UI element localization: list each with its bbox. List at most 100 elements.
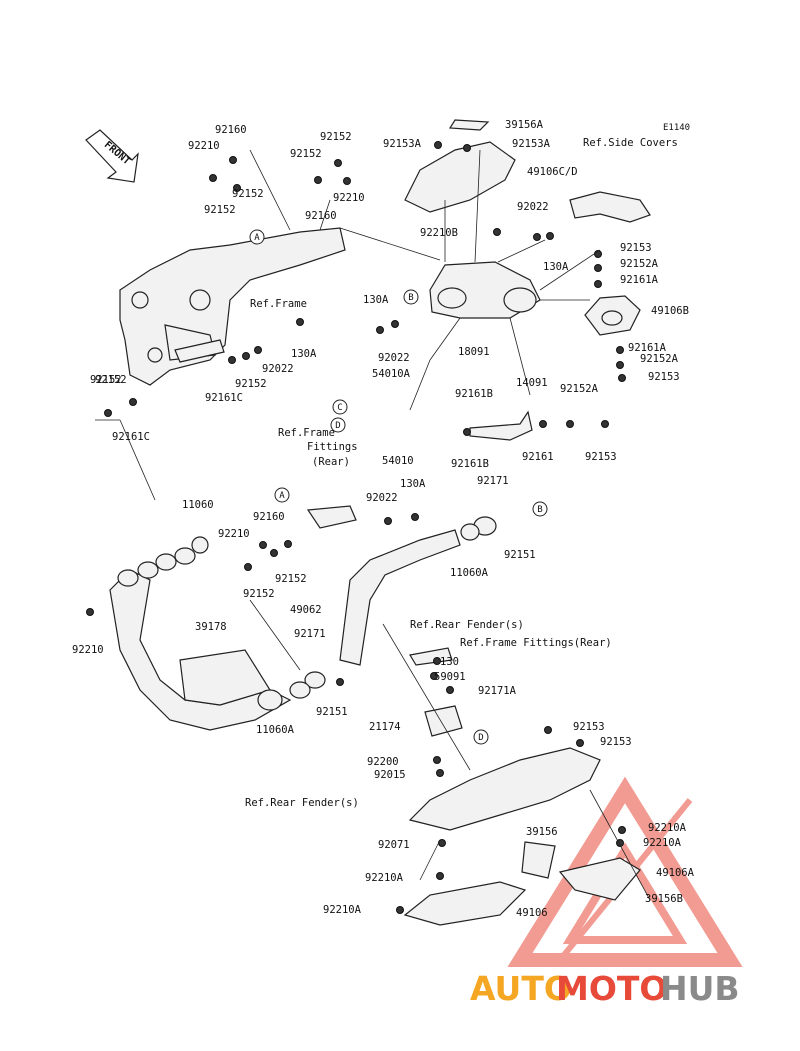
part-label-39178: 39178	[195, 621, 227, 633]
marker-a: A	[249, 229, 265, 245]
part-label-92160: 92160	[253, 511, 285, 523]
fastener-icon	[270, 549, 278, 557]
front-arrow-icon: FRONT	[85, 129, 139, 183]
part-label-39156: 39156	[526, 826, 558, 838]
leader-lines	[95, 149, 651, 901]
part-label-92022: 92022	[517, 201, 549, 213]
part-label-92210a: 92210A	[365, 872, 404, 884]
part-label-92171: 92171	[477, 475, 509, 487]
fastener-icon	[463, 428, 471, 436]
fastener-icon	[411, 513, 419, 521]
fastener-icon	[229, 156, 237, 164]
part-label-92152: 92152	[320, 131, 352, 143]
part-label-49062: 49062	[290, 604, 322, 616]
part-label-92153: 92153	[600, 736, 632, 748]
fastener-icon	[259, 541, 267, 549]
fastener-icon	[430, 672, 438, 680]
fastener-icon	[336, 678, 344, 686]
part-label-92200: 92200	[367, 756, 399, 768]
part-label-92022: 92022	[378, 352, 410, 364]
fastener-icon	[576, 739, 584, 747]
fastener-icon	[601, 420, 609, 428]
part-label-92152: 92152	[235, 378, 267, 390]
part-label-92151: 92151	[504, 549, 536, 561]
exhaust-headers	[109, 536, 292, 731]
fastener-icon	[463, 144, 471, 152]
svg-text:A: A	[279, 491, 285, 501]
fastener-icon	[594, 264, 602, 272]
part-label-92210: 92210	[188, 140, 220, 152]
ref-labels: Ref.Side Covers Ref.Frame Ref.Frame Fitt…	[245, 123, 690, 809]
marker-b: B	[403, 289, 419, 305]
fastener-icon	[436, 769, 444, 777]
fastener-icon	[334, 159, 342, 167]
part-label-92152: 92152	[90, 374, 122, 386]
part-label-11060a: 11060A	[450, 567, 489, 579]
part-label-92152: 92152	[275, 573, 307, 585]
part-label-92071: 92071	[378, 839, 410, 851]
part-label-92161c: 92161C	[112, 431, 150, 443]
part-label-11060a: 11060A	[256, 724, 295, 736]
part-label-92161b: 92161B	[451, 458, 489, 470]
rear-undercover	[408, 747, 601, 831]
ref-side-covers: Ref.Side Covers	[583, 137, 678, 149]
fasteners	[86, 141, 626, 914]
part-label-92171a: 92171A	[478, 685, 517, 697]
fastener-icon	[446, 686, 454, 694]
fastener-icon	[86, 608, 94, 616]
part-label-92160: 92160	[305, 210, 337, 222]
part-label-11060: 11060	[182, 499, 214, 511]
part-label-92210: 92210	[72, 644, 104, 656]
part-label-92153a: 92153A	[512, 138, 551, 150]
part-label-54010a: 54010A	[372, 368, 411, 380]
part-label-49106b: 49106B	[651, 305, 689, 317]
part-label-92152: 92152	[290, 148, 322, 160]
watermark-hub: HUB	[660, 969, 740, 1008]
part-label-92171: 92171	[294, 628, 326, 640]
part-label-18091: 18091	[458, 346, 490, 358]
part-label-92152a: 92152A	[560, 383, 599, 395]
ref-frame-fittings-l3: (Rear)	[312, 456, 350, 468]
fastener-icon	[242, 352, 250, 360]
part-label-39156a: 39156A	[505, 119, 544, 131]
fastener-icon	[104, 409, 112, 417]
fastener-icon	[434, 141, 442, 149]
part-label-130a: 130A	[363, 294, 389, 306]
cover-49106	[403, 881, 527, 926]
part-label-92153: 92153	[585, 451, 617, 463]
fastener-icon	[436, 872, 444, 880]
part-label-59091: 59091	[434, 671, 466, 683]
part-label-92152: 92152	[204, 204, 236, 216]
part-label-92161b: 92161B	[455, 388, 493, 400]
fastener-icon	[376, 326, 384, 334]
part-label-92210: 92210	[218, 528, 250, 540]
muffler-body-18091	[429, 261, 541, 319]
part-label-92153: 92153	[573, 721, 605, 733]
svg-text:B: B	[408, 293, 413, 303]
fastener-icon	[396, 906, 404, 914]
bracket-14091	[469, 410, 533, 441]
svg-text:C: C	[337, 403, 342, 413]
fastener-icon	[284, 540, 292, 548]
valve-actuator-21174	[409, 647, 463, 737]
part-label-92153: 92153	[648, 371, 680, 383]
fastener-icon	[433, 657, 441, 665]
fastener-icon	[544, 726, 552, 734]
part-label-49106a: 49106A	[656, 867, 695, 879]
watermark-auto: AUTO	[470, 969, 572, 1008]
part-label-130a: 130A	[400, 478, 426, 490]
marker-a: A	[274, 487, 290, 503]
svg-text:D: D	[478, 733, 483, 743]
svg-text:D: D	[335, 421, 340, 431]
part-label-49106c-d: 49106C/D	[527, 166, 578, 178]
fastener-icon	[391, 320, 399, 328]
part-label-92152a: 92152A	[640, 353, 679, 365]
ref-frame-fittings-l1: Ref.Frame	[278, 427, 335, 439]
part-label-130a: 130A	[291, 348, 317, 360]
ref-frame: Ref.Frame	[250, 298, 307, 310]
fastener-icon	[618, 374, 626, 382]
part-label-92161c: 92161C	[205, 392, 243, 404]
fastener-icon	[493, 228, 501, 236]
